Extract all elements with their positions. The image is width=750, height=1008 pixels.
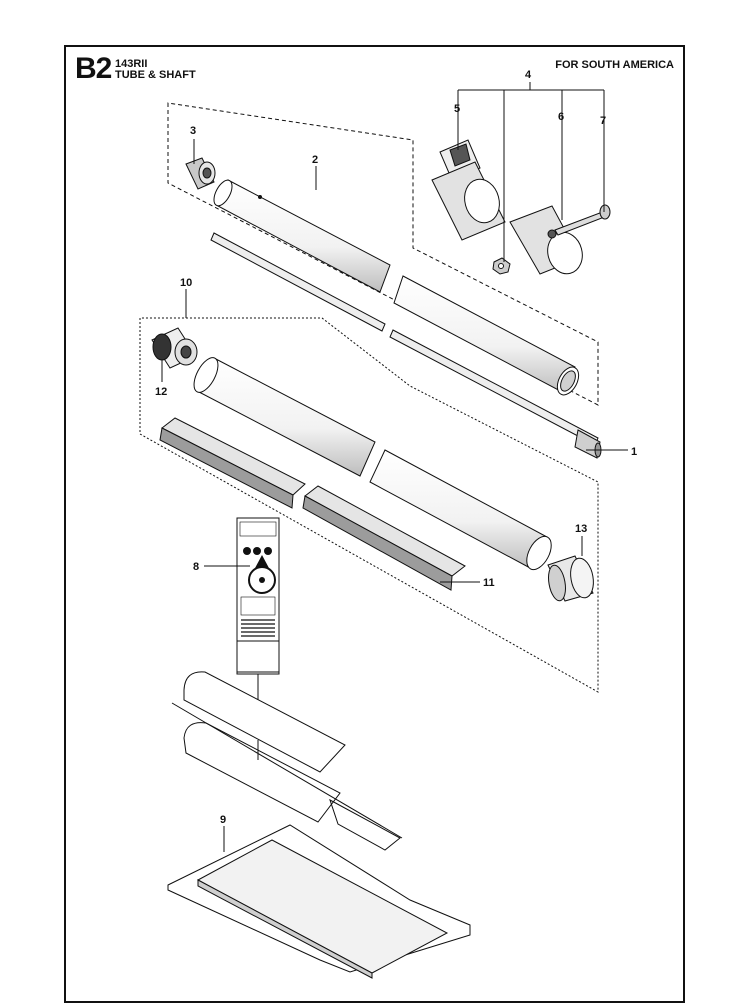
callout-4: 4 xyxy=(525,69,532,81)
group-box-lower xyxy=(139,317,599,693)
group-box-upper xyxy=(167,102,599,406)
callout-12: 12 xyxy=(155,386,167,398)
callout-5: 5 xyxy=(454,103,460,115)
part-3-sleeve xyxy=(185,157,216,190)
callout-9: 9 xyxy=(220,814,226,826)
callout-2: 2 xyxy=(312,154,318,166)
sheet-title: TUBE & SHAFT xyxy=(115,69,196,81)
leader-lines xyxy=(161,82,628,852)
sheet-code: B2 xyxy=(75,52,112,85)
part-1-drive-shaft xyxy=(210,232,602,459)
part-8-safety-decal xyxy=(236,517,280,710)
part-5-clamp xyxy=(431,139,506,241)
callout-7: 7 xyxy=(600,115,606,127)
drawing-frame xyxy=(64,45,685,1003)
part-6-clamp-half xyxy=(509,205,583,275)
model-label: 143RII xyxy=(115,58,148,70)
part-10-protective-tube xyxy=(193,357,552,571)
part-4-nut xyxy=(492,257,511,275)
callout-3: 3 xyxy=(190,125,196,137)
part-9-instruction-sheet xyxy=(167,824,471,979)
callout-11: 11 xyxy=(483,577,495,589)
part-2-upper-tube xyxy=(213,179,580,396)
callout-8: 8 xyxy=(193,561,199,573)
part-12-sleeve xyxy=(151,327,198,369)
part-7-bolt xyxy=(554,204,611,236)
decal-application-illustration xyxy=(171,671,403,851)
callout-10: 10 xyxy=(180,277,192,289)
market-label: FOR SOUTH AMERICA xyxy=(555,59,674,71)
callout-1: 1 xyxy=(631,446,637,458)
callout-13: 13 xyxy=(575,523,587,535)
callout-6: 6 xyxy=(558,111,564,123)
part-13-end-sleeve xyxy=(547,555,594,602)
part-11-guard-rail xyxy=(159,417,466,591)
